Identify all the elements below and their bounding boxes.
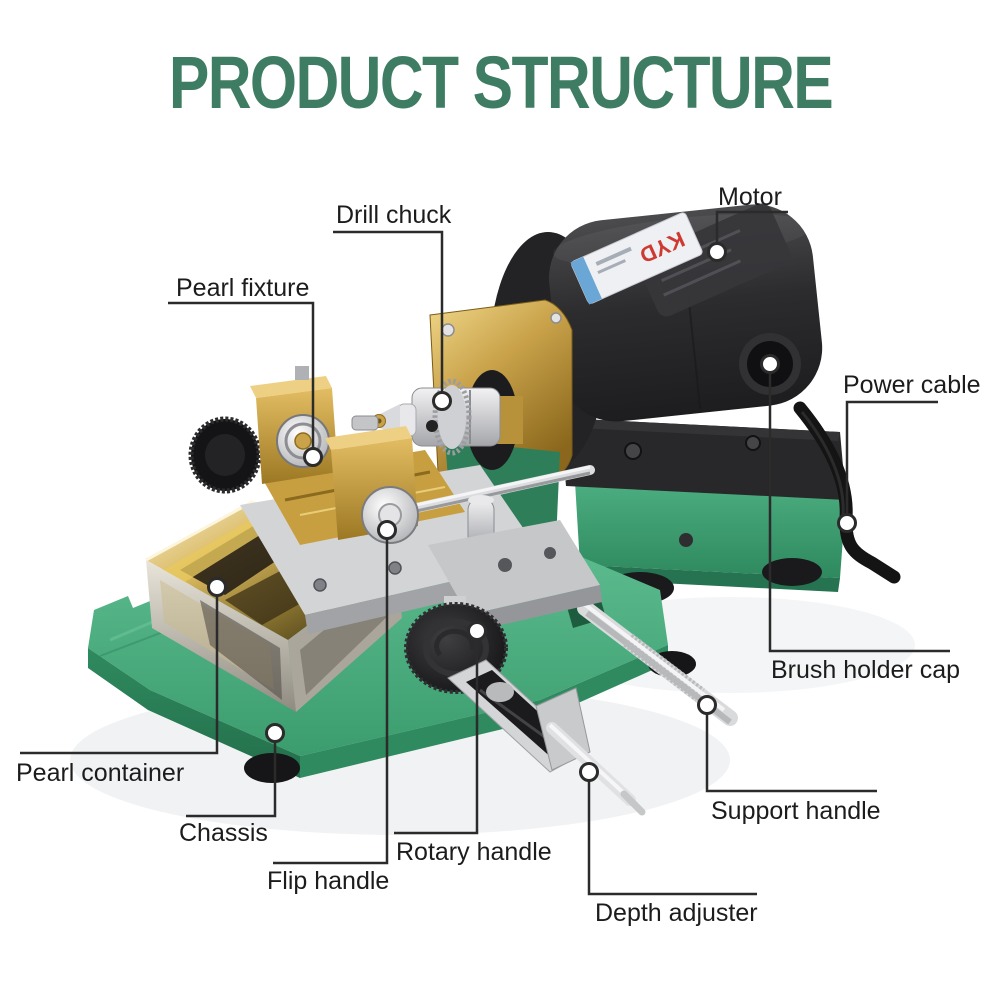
label-motor: Motor	[718, 183, 782, 211]
page-title: PRODUCT STRUCTURE	[168, 41, 834, 124]
callout-motor	[707, 210, 788, 262]
callout-power-cable	[837, 400, 938, 533]
shaft-rod	[393, 465, 595, 549]
label-support-handle: Support handle	[711, 797, 881, 825]
callout-dot-chassis	[265, 723, 285, 743]
callout-dot-drill-chuck	[432, 391, 452, 411]
callout-pearl-container	[20, 577, 227, 755]
callout-chassis	[186, 723, 285, 818]
callout-rotary-handle	[394, 621, 487, 835]
callout-dot-support-handle	[697, 695, 717, 715]
callout-brush-holder-cap	[760, 354, 950, 653]
label-power-cable: Power cable	[843, 371, 981, 399]
callout-pearl-fixture	[168, 301, 323, 467]
label-flip-handle: Flip handle	[267, 867, 390, 895]
label-depth-adjuster: Depth adjuster	[595, 899, 758, 927]
callout-dot-pearl-container	[207, 577, 227, 597]
callout-depth-adjuster	[579, 762, 757, 896]
callout-dot-power-cable	[837, 513, 857, 533]
carriage-block	[428, 520, 602, 632]
label-pearl-fixture: Pearl fixture	[176, 274, 310, 302]
pearl-fixture-part	[188, 366, 338, 494]
label-chassis: Chassis	[179, 819, 268, 847]
callouts	[20, 210, 950, 896]
motor-mount	[558, 418, 846, 500]
label-brush-holder-cap: Brush holder cap	[771, 656, 961, 684]
callout-dot-flip-handle	[377, 520, 397, 540]
callout-support-handle	[697, 695, 877, 793]
label-drill-chuck: Drill chuck	[336, 201, 452, 229]
motor-label-sticker: KYD	[570, 212, 703, 305]
label-rotary-handle: Rotary handle	[396, 838, 552, 866]
callout-flip-handle	[273, 520, 397, 865]
flip-handle-part	[325, 415, 419, 544]
callout-dot-depth-adjuster	[579, 762, 599, 782]
callout-drill-chuck	[333, 230, 452, 411]
callout-dot-motor	[707, 242, 727, 262]
depth-adjuster-part	[447, 659, 646, 816]
callout-dot-rotary-handle	[467, 621, 487, 641]
callout-dot-pearl-fixture	[303, 447, 323, 467]
callout-dot-brush-holder-cap	[760, 354, 780, 374]
label-pearl-container: Pearl container	[16, 759, 185, 787]
